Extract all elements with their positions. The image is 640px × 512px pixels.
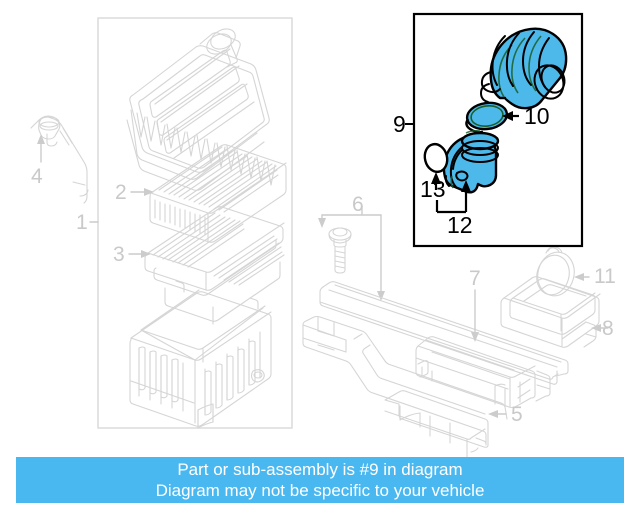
callout-label-6: 6 xyxy=(352,193,364,216)
callout-arrow-12 xyxy=(435,180,471,214)
part-12-elbow-detail xyxy=(444,140,499,188)
callout-bracket-6 xyxy=(318,205,385,301)
part-9-hose-detail xyxy=(480,31,566,103)
callout-label-10: 10 xyxy=(524,103,550,129)
assembly-group-frame xyxy=(97,17,293,429)
callout-label-11: 11 xyxy=(594,265,616,288)
callout-arrow-3 xyxy=(128,250,151,258)
part-7-resonator-duct xyxy=(415,336,551,409)
part-9-hose-ribs xyxy=(498,35,542,98)
callout-arrow-5 xyxy=(488,410,507,418)
callout-label-1: 1 xyxy=(76,211,88,234)
part-6-air-duct xyxy=(319,281,569,385)
part-5-intake-snorkel xyxy=(302,315,508,461)
callout-label-9: 9 xyxy=(393,111,406,137)
part-4-breather-hose xyxy=(30,115,89,204)
callout-arrow-2 xyxy=(130,188,154,196)
callout-label-4: 4 xyxy=(31,165,43,188)
diagram-notice-banner: Part or sub-assembly is #9 in diagram Di… xyxy=(16,457,624,503)
highlight-group-frame xyxy=(412,12,584,248)
callout-arrow-13 xyxy=(431,172,441,190)
callout-label-2: 2 xyxy=(115,181,127,204)
callout-arrow-4 xyxy=(37,134,45,163)
callout-arrow-10 xyxy=(502,111,519,121)
callout-label-13: 13 xyxy=(420,176,446,202)
part-3-filter-tray xyxy=(144,206,285,325)
callout-label-8: 8 xyxy=(602,317,614,340)
callout-label-3: 3 xyxy=(113,243,125,266)
callout-label-5: 5 xyxy=(511,403,523,426)
banner-line-2: Diagram may not be specific to your vehi… xyxy=(155,481,485,500)
part-1-air-cleaner-housing xyxy=(129,289,272,429)
part-10-seal-gasket xyxy=(465,101,509,134)
part-1-air-cleaner-cover xyxy=(126,28,276,191)
callout-arrow-11 xyxy=(574,273,590,281)
callout-arrow-8 xyxy=(591,324,609,332)
part-6-bolt xyxy=(328,227,352,274)
banner-line-1: Part or sub-assembly is #9 in diagram xyxy=(177,460,463,479)
callout-label-12: 12 xyxy=(447,212,473,238)
part-13-o-ring xyxy=(423,142,449,174)
part-2-air-filter-element xyxy=(149,144,287,243)
part-12-elbow-seam xyxy=(450,130,481,189)
callout-label-7: 7 xyxy=(469,267,481,290)
callout-arrow-7 xyxy=(471,289,479,342)
